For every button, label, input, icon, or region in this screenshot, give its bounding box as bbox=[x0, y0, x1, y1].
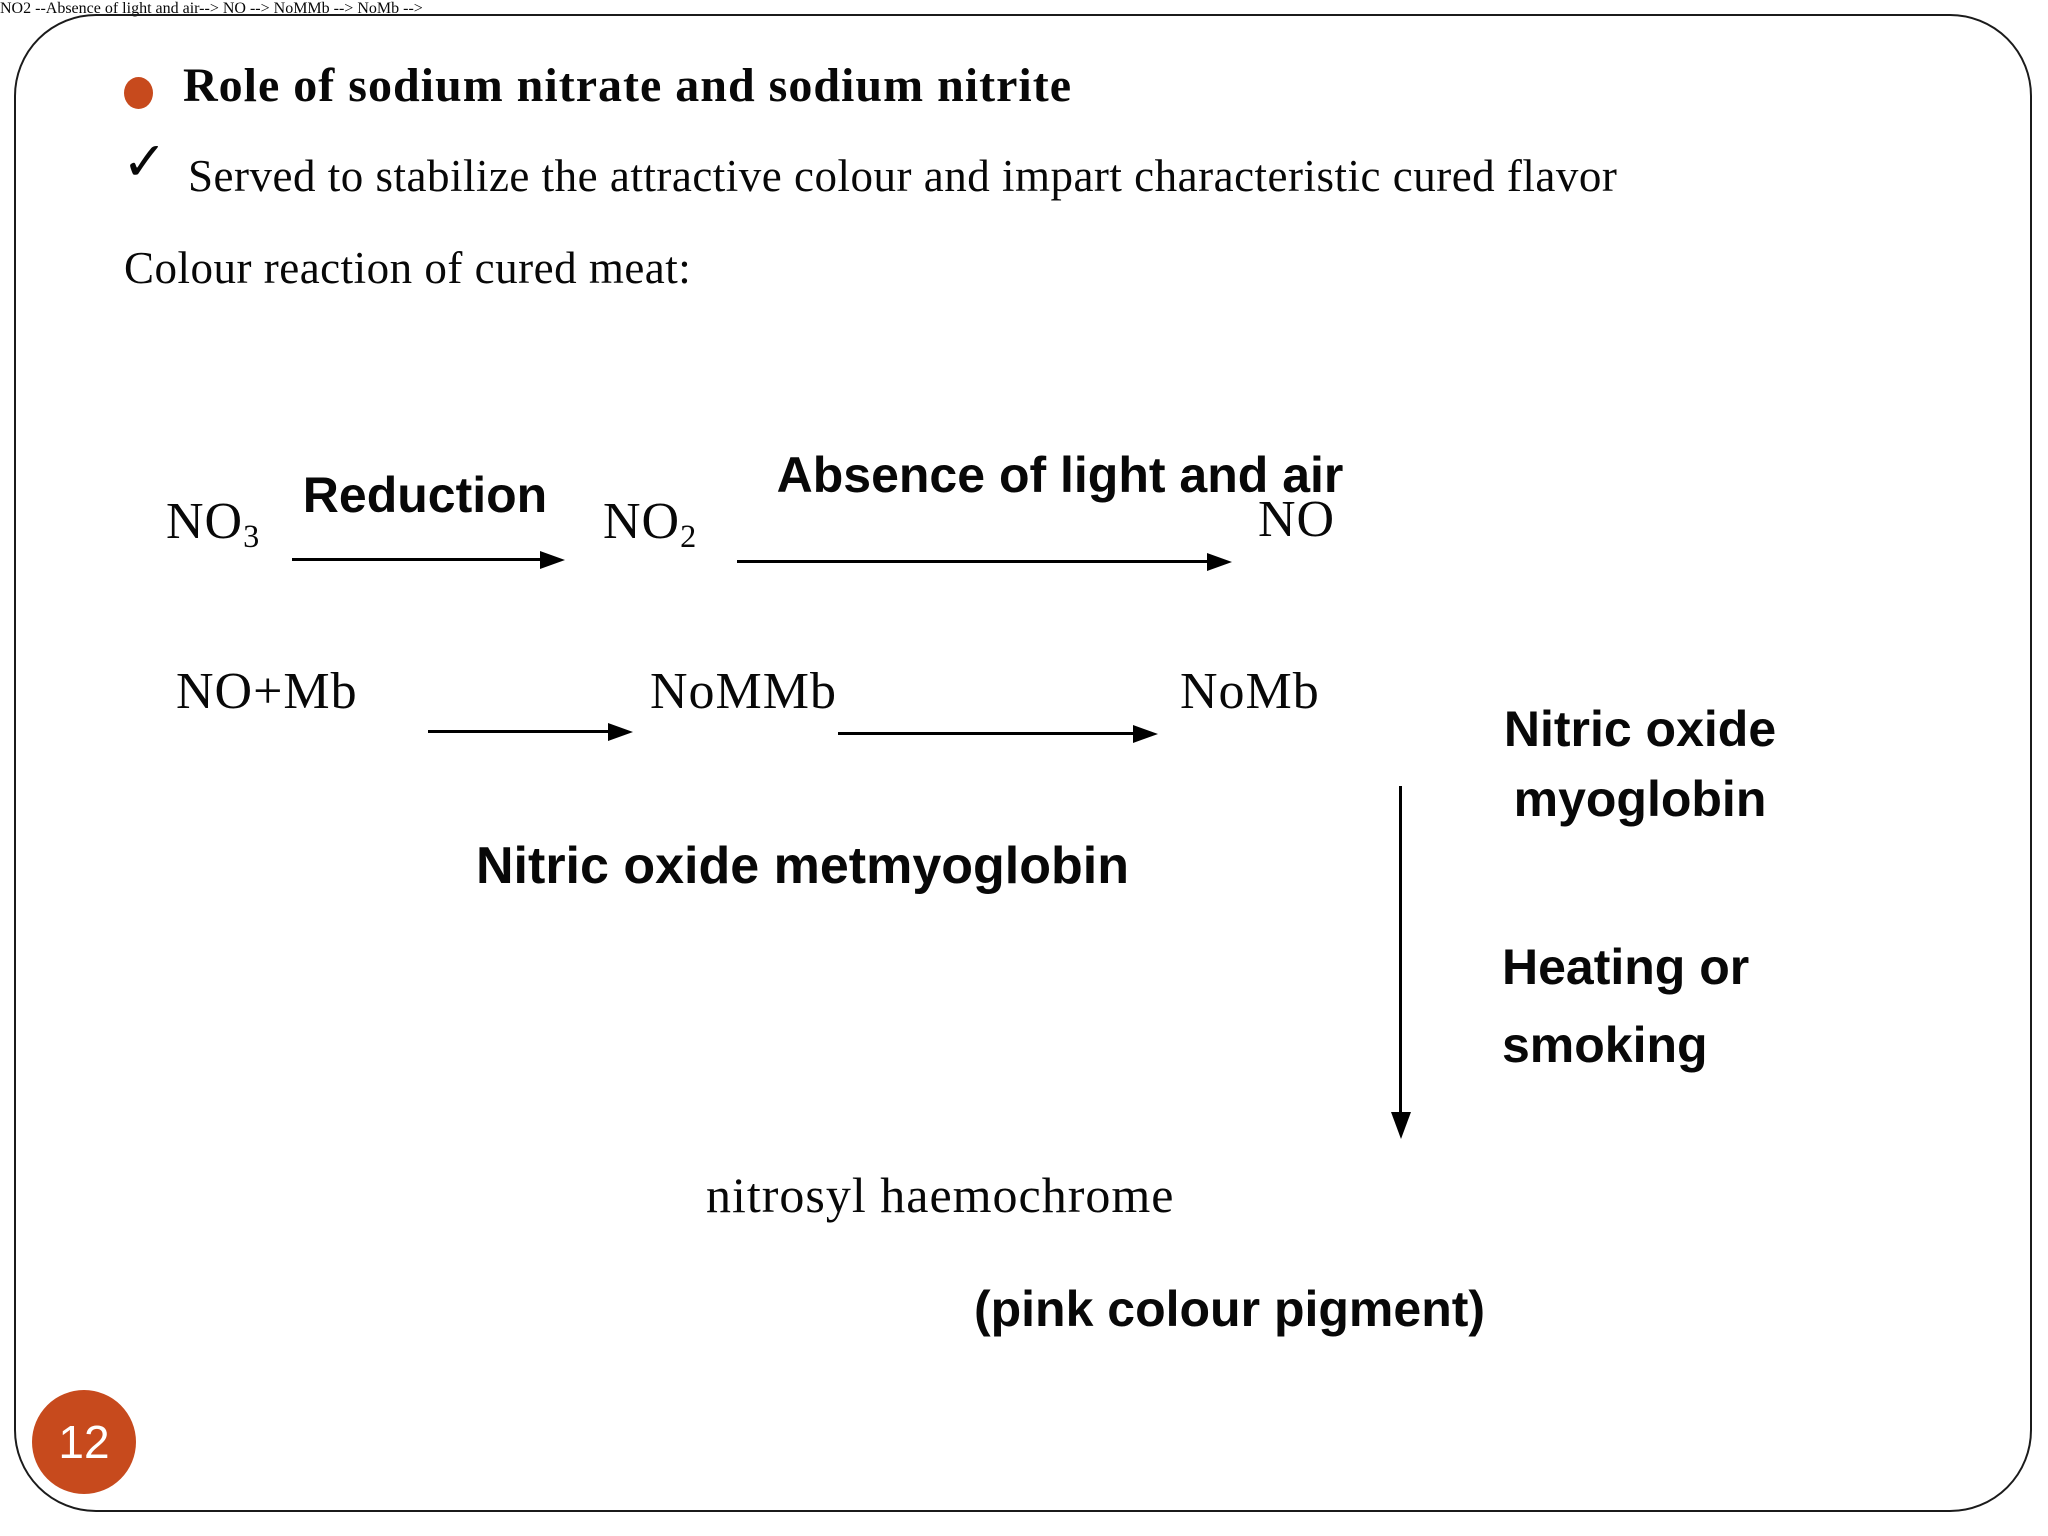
formula-no-plus-mb: NO+Mb bbox=[176, 663, 358, 720]
slide-title: Role of sodium nitrate and sodium nitrit… bbox=[183, 59, 1073, 112]
caption-nitric-oxide-metmyoglobin: Nitric oxide metmyoglobin bbox=[476, 837, 1129, 895]
formula-no2-base: NO bbox=[603, 493, 681, 550]
check-line-text: Served to stabilize the attractive colou… bbox=[188, 151, 1618, 201]
formula-no2: NO2 bbox=[603, 492, 697, 555]
arrow-nommb-to-nomb bbox=[838, 724, 1158, 743]
arrow-label-absence-of-light-and-air: Absence of light and air bbox=[776, 447, 1344, 503]
subtitle-text: Colour reaction of cured meat: bbox=[124, 243, 692, 293]
formula-no: NO bbox=[1258, 491, 1336, 548]
arrow-label-reduction: Reduction bbox=[302, 467, 548, 523]
formula-no3: NO3 bbox=[166, 492, 260, 555]
formula-no3-base: NO bbox=[166, 493, 244, 550]
arrow-no2-to-no bbox=[737, 552, 1232, 571]
result-nitrosyl-haemochrome: nitrosyl haemochrome bbox=[706, 1167, 1175, 1223]
arrow-no3-to-no2 bbox=[292, 550, 565, 569]
caption-nitric-oxide-myoglobin-line1: Nitric oxide bbox=[1503, 701, 1777, 757]
arrow-label-heating-or-smoking: Heating or smoking bbox=[1502, 928, 1749, 1084]
bullet-icon bbox=[124, 77, 153, 109]
formula-nommb: NoMMb bbox=[650, 663, 838, 720]
arrow-label-heating-line2: smoking bbox=[1502, 1017, 1708, 1073]
page-number: 12 bbox=[58, 1416, 110, 1468]
checkmark-icon: ✓ bbox=[122, 130, 168, 193]
arrow-nomb-to-nitrosyl-haemochrome bbox=[1390, 786, 1411, 1139]
caption-nitric-oxide-myoglobin-line2: myoglobin bbox=[1513, 771, 1767, 827]
caption-nitric-oxide-myoglobin: Nitric oxide myoglobin bbox=[1440, 694, 1840, 834]
arrow-nomb-to-nommb bbox=[428, 722, 633, 741]
arrow-label-heating-line1: Heating or bbox=[1502, 939, 1750, 995]
formula-nomb: NoMb bbox=[1180, 663, 1320, 720]
result-pink-colour-pigment: (pink colour pigment) bbox=[973, 1281, 1486, 1337]
formula-no3-subscript: 3 bbox=[243, 518, 260, 555]
page-number-badge: 12 bbox=[32, 1390, 136, 1494]
slide-border-frame bbox=[14, 14, 2032, 1512]
formula-no2-subscript: 2 bbox=[680, 518, 697, 555]
